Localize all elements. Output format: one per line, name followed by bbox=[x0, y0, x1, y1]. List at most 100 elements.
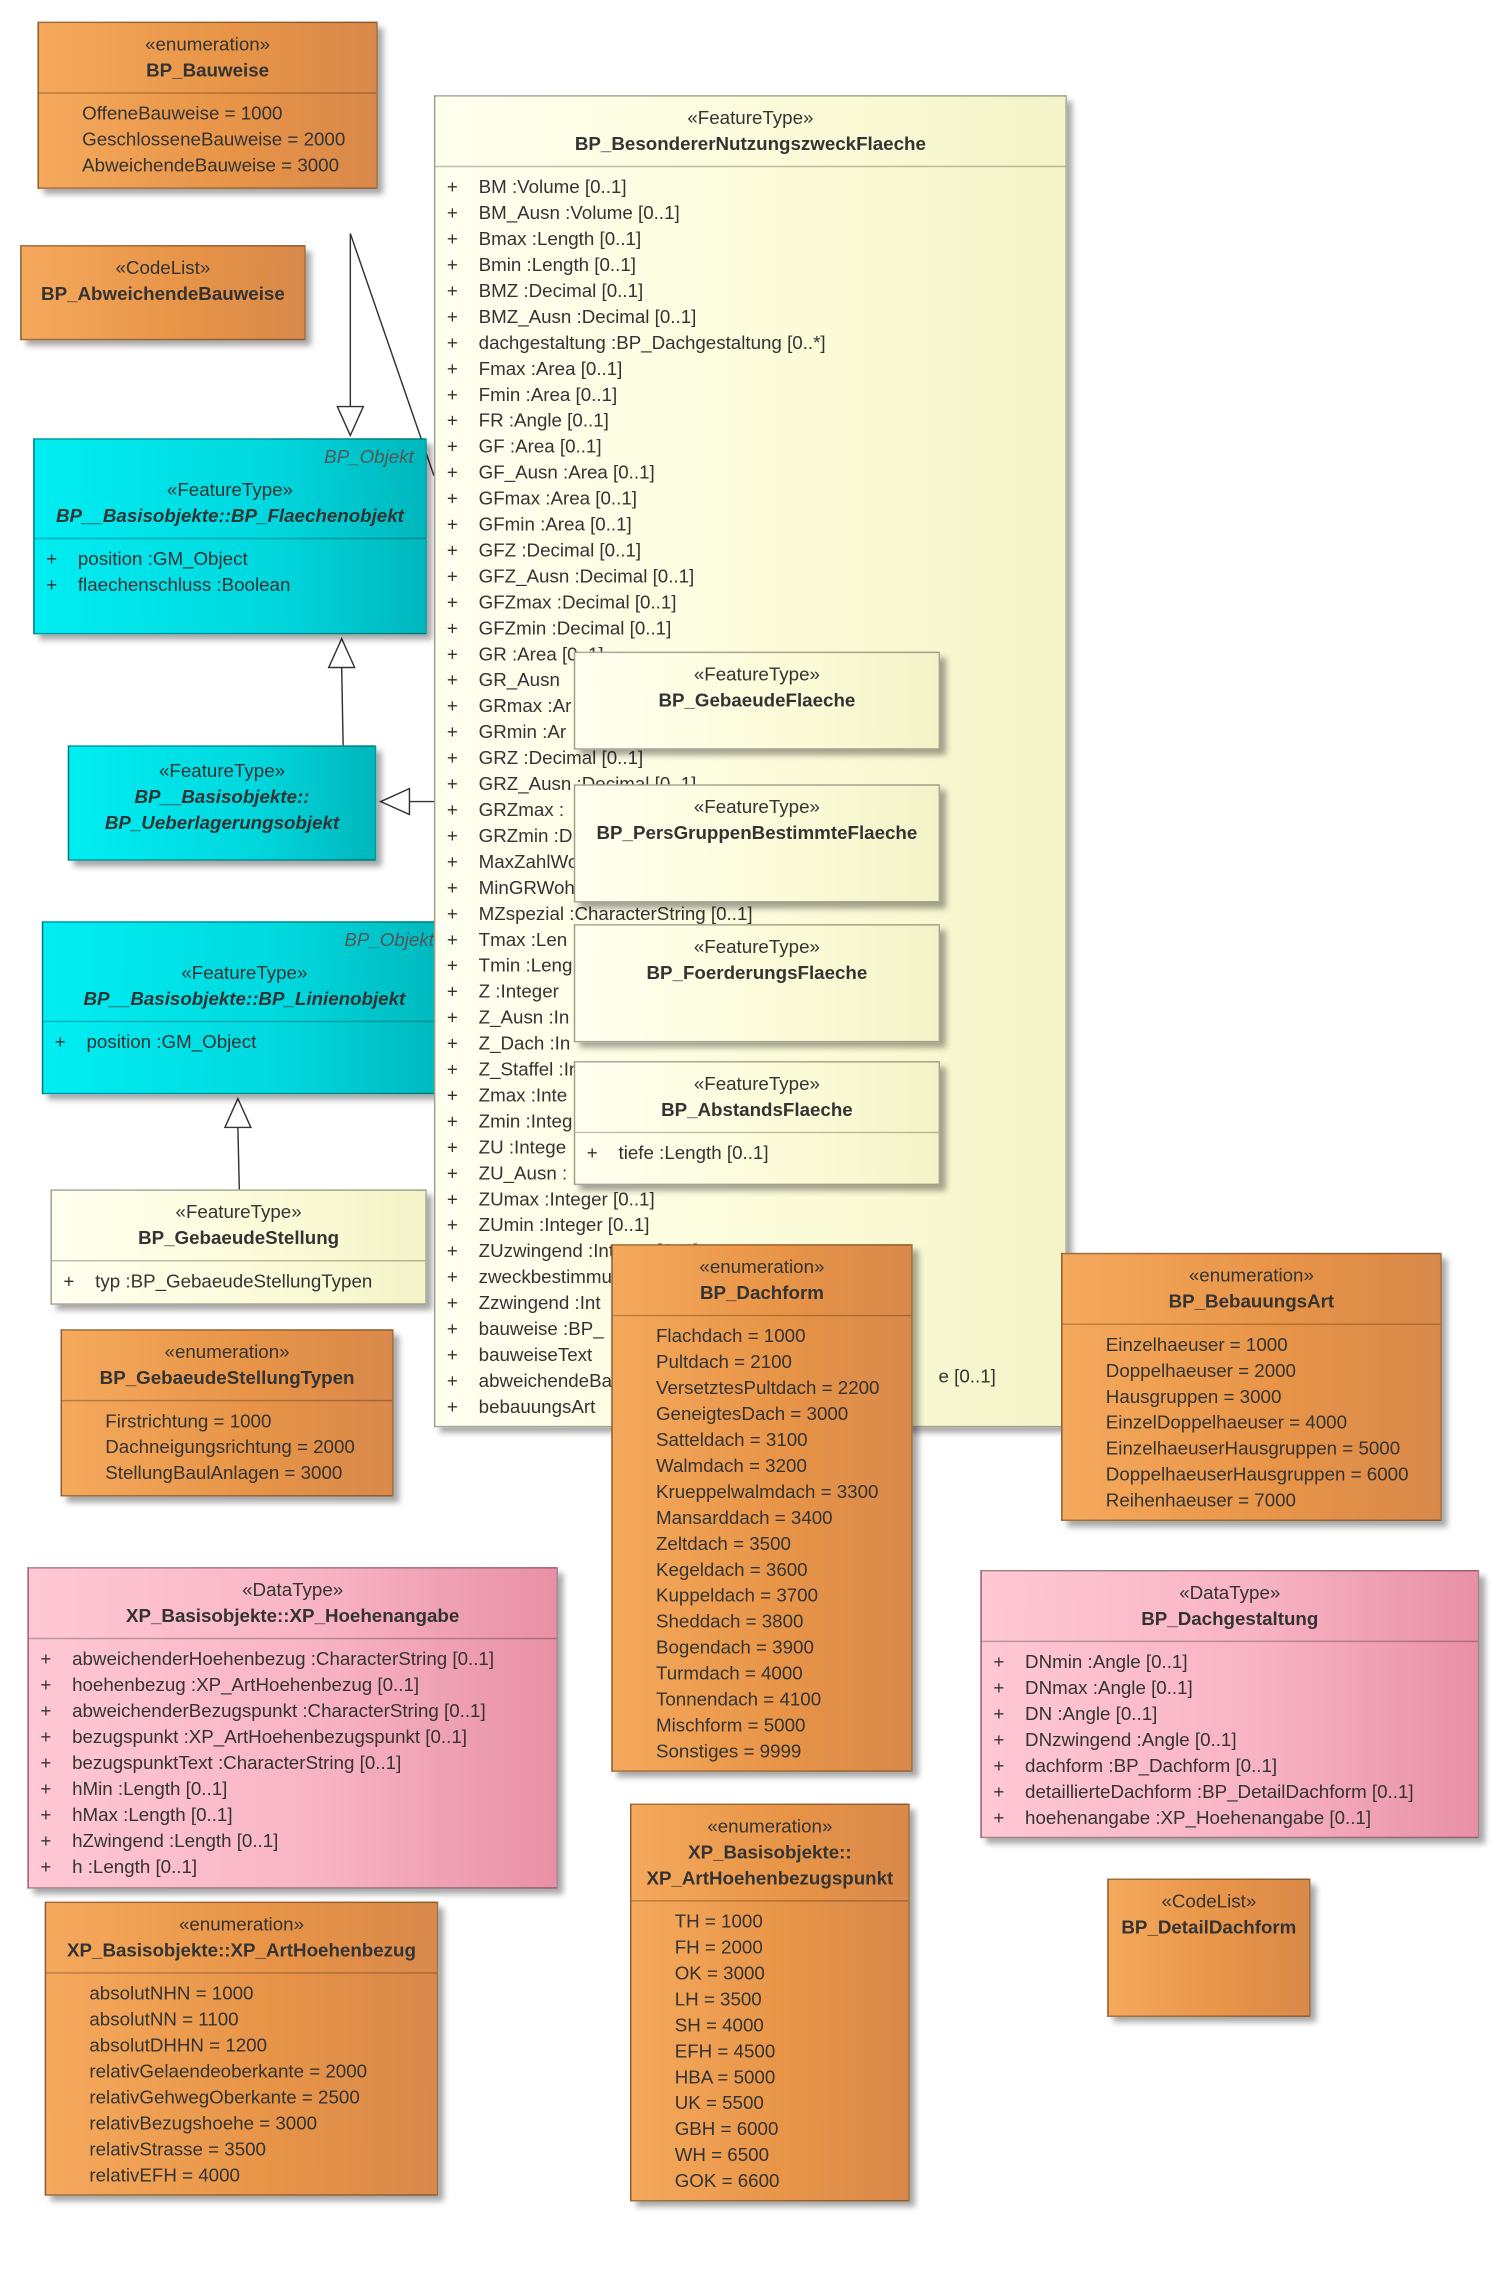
class-bp-abweichendebauweise[interactable]: «CodeList» BP_AbweichendeBauweise bbox=[20, 245, 306, 341]
attribute: +ZU :Intege bbox=[447, 1135, 1065, 1161]
attribute: +GR_Ausn bbox=[447, 668, 1065, 694]
stereotype-label: «enumeration» bbox=[707, 1815, 833, 1837]
class-xp-arthoehenbezug[interactable]: «enumeration» XP_Basisobjekte::XP_ArtHoe… bbox=[44, 1901, 439, 2196]
package-label: BP_Objekt bbox=[344, 928, 434, 951]
attribute-text: ZU_Ausn : bbox=[478, 1162, 568, 1184]
enum-value: SH = 4000 bbox=[674, 2014, 764, 2036]
visibility-marker: + bbox=[446, 1265, 458, 1288]
stereotype-label: «FeatureType» bbox=[693, 935, 820, 958]
attribute-text: GFZmax :Decimal [0..1] bbox=[478, 591, 677, 613]
attribute-text: dachform :BP_Dachform [0..1] bbox=[1025, 1754, 1278, 1777]
attribute: +hoehenbezug :XP_ArtHoehenbezug [0..1] bbox=[40, 1672, 556, 1698]
visibility-marker: + bbox=[446, 1110, 458, 1132]
compartment-divider bbox=[612, 1314, 912, 1317]
visibility-marker: + bbox=[446, 357, 458, 380]
attribute-text: BMZ_Ausn :Decimal [0..1] bbox=[478, 305, 697, 328]
attribute-text: bebauungsArt bbox=[478, 1395, 596, 1418]
attribute-text: GFZ_Ausn :Decimal [0..1] bbox=[478, 565, 695, 587]
attribute-text: Z_Ausn :In bbox=[478, 1006, 570, 1028]
attribute-text: GRmax :Ar bbox=[478, 694, 572, 717]
visibility-marker: + bbox=[40, 1803, 52, 1826]
visibility-marker: + bbox=[40, 1829, 52, 1852]
attribute-text: hZwingend :Length [0..1] bbox=[72, 1829, 279, 1852]
class-name: BP_Dachform bbox=[699, 1281, 824, 1304]
compartment-divider bbox=[43, 1020, 446, 1023]
visibility-marker: + bbox=[446, 1058, 458, 1080]
visibility-marker: + bbox=[446, 1032, 458, 1054]
class-bp-linienobjekt[interactable]: BP_Objekt «FeatureType» BP__Basisobjekte… bbox=[41, 921, 447, 1095]
attribute-text: bauweise :BP_ bbox=[478, 1317, 604, 1340]
class-bp-foerderungsflaeche[interactable]: «FeatureType» BP_FoerderungsFlaeche bbox=[573, 924, 940, 1043]
enum-value: FH = 2000 bbox=[674, 1936, 763, 1958]
stereotype-label: «DataType» bbox=[242, 1578, 344, 1601]
visibility-marker: + bbox=[446, 331, 458, 354]
enum-value: Sonstiges = 9999 bbox=[655, 1740, 802, 1762]
generalization-arrowhead bbox=[336, 405, 365, 438]
visibility-marker: + bbox=[446, 565, 458, 587]
attribute: +DNmax :Angle [0..1] bbox=[993, 1675, 1477, 1701]
class-xp-hoehenangabe[interactable]: «DataType» XP_Basisobjekte::XP_Hoehenang… bbox=[27, 1567, 558, 1889]
class-bp-gebaeudestellung[interactable]: «FeatureType» BP_GebaeudeStellung +typ :… bbox=[50, 1189, 427, 1305]
visibility-marker: + bbox=[446, 1187, 458, 1210]
attribute-text: abweichenderHoehenbezug :CharacterString… bbox=[72, 1647, 495, 1670]
attribute-text: Bmin :Length [0..1] bbox=[478, 253, 636, 276]
attribute: +GF :Area [0..1] bbox=[447, 434, 1065, 460]
attribute: +Zmax :Inte bbox=[447, 1083, 1065, 1109]
enum-value: OK = 3000 bbox=[674, 1962, 765, 1984]
attribute: +h :Length [0..1] bbox=[40, 1854, 556, 1880]
attribute-text: GRZmin :D bbox=[478, 824, 573, 847]
class-name: BP_BebauungsArt bbox=[1168, 1290, 1335, 1312]
attribute-text: abweichendeBa bbox=[478, 1369, 613, 1392]
stereotype-label: «CodeList» bbox=[1161, 1890, 1257, 1912]
class-bp-besonderernutzungszweckflaeche[interactable]: «FeatureType» BP_BesondererNutzungszweck… bbox=[433, 95, 1067, 1428]
class-bp-dachform[interactable]: «enumeration» BP_Dachform Flachdach = 10… bbox=[611, 1244, 913, 1772]
enum-value: OffeneBauweise = 1000 bbox=[82, 102, 283, 124]
attribute-text: GF :Area [0..1] bbox=[478, 435, 602, 458]
class-bp-gebaeudestellungtypen[interactable]: «enumeration» BP_GebaeudeStellungTypen F… bbox=[60, 1329, 394, 1497]
class-bp-detaildachform[interactable]: «CodeList» BP_DetailDachform bbox=[1107, 1878, 1311, 2017]
class-bp-dachgestaltung[interactable]: «DataType» BP_Dachgestaltung +DNmin :Ang… bbox=[980, 1570, 1480, 1839]
attribute-text: bauweiseText bbox=[478, 1343, 593, 1366]
class-xp-arthoehenbezugspunkt[interactable]: «enumeration» XP_Basisobjekte:: XP_ArtHo… bbox=[630, 1803, 910, 2202]
class-bp-abstandsflaeche[interactable]: «FeatureType» BP_AbstandsFlaeche +tiefe … bbox=[573, 1061, 940, 1186]
compartment-divider bbox=[631, 1900, 909, 1902]
stereotype-label: «enumeration» bbox=[699, 1255, 825, 1278]
attribute-text: GRmin :Ar bbox=[478, 720, 567, 743]
class-bp-gebaeudeflaeche[interactable]: «FeatureType» BP_GebaeudeFlaeche bbox=[573, 651, 940, 750]
visibility-marker: + bbox=[446, 772, 458, 795]
enum-value: relativStrasse = 3500 bbox=[89, 2138, 266, 2160]
attribute-text: GRZ :Decimal [0..1] bbox=[478, 746, 644, 769]
stereotype-label: «FeatureType» bbox=[687, 106, 814, 129]
attribute-text: MinGRWoh bbox=[478, 876, 575, 899]
attribute: +abweichenderBezugspunkt :CharacterStrin… bbox=[40, 1698, 556, 1724]
class-name: BP_PersGruppenBestimmteFlaeche bbox=[596, 821, 918, 844]
stereotype-label: «enumeration» bbox=[145, 33, 271, 55]
attribute: +bauweise :BP_ bbox=[447, 1316, 1065, 1342]
attribute: +BM_Ausn :Volume [0..1] bbox=[447, 200, 1065, 226]
enum-value: GOK = 6600 bbox=[674, 2169, 780, 2192]
attribute: +Z :Integer bbox=[447, 979, 1065, 1005]
class-bp-bauweise[interactable]: «enumeration» BP_Bauweise OffeneBauweise… bbox=[37, 21, 378, 189]
class-bp-ueberlagerungsobjekt[interactable]: «FeatureType» BP__Basisobjekte:: BP_Uebe… bbox=[67, 745, 377, 861]
attribute: +tiefe :Length [0..1] bbox=[586, 1141, 769, 1164]
visibility-marker: + bbox=[446, 850, 458, 873]
visibility-marker: + bbox=[446, 1136, 458, 1158]
class-bp-flaechenobjekt[interactable]: BP_Objekt «FeatureType» BP__Basisobjekte… bbox=[33, 438, 427, 635]
attribute: +abweichenderHoehenbezug :CharacterStrin… bbox=[40, 1646, 556, 1672]
class-bp-bebauungsart[interactable]: «enumeration» BP_BebauungsArt Einzelhaeu… bbox=[1061, 1252, 1442, 1521]
enum-value: Kegeldach = 3600 bbox=[655, 1558, 808, 1581]
stereotype-label: «FeatureType» bbox=[175, 1200, 302, 1223]
visibility-marker: + bbox=[446, 954, 458, 977]
attribute: +MaxZahlWo bbox=[447, 849, 1065, 875]
enum-value: Hausgruppen = 3000 bbox=[1105, 1385, 1282, 1408]
enum-value: Reihenhaeuser = 7000 bbox=[1105, 1489, 1296, 1511]
attribute: +dachgestaltung :BP_Dachgestaltung [0..*… bbox=[447, 330, 1065, 356]
class-bp-persgruppenbestimmteflaeche[interactable]: «FeatureType» BP_PersGruppenBestimmteFla… bbox=[573, 784, 940, 903]
compartment-divider bbox=[34, 537, 426, 540]
attribute-text: GR_Ausn bbox=[478, 668, 560, 691]
attribute-text: hMax :Length [0..1] bbox=[72, 1803, 233, 1826]
attribute-list: + abweichenderHoehenbezug :CharacterStrin… bbox=[29, 1639, 557, 1880]
